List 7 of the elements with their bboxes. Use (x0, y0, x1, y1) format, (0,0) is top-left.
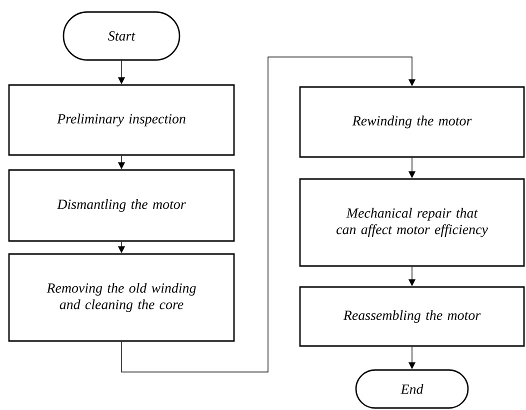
process-box: Dismantling the motor (8, 169, 235, 242)
arrow (121, 56, 416, 372)
process-box: Reassembling the motor (299, 286, 525, 347)
process-box: Removing the old winding and cleaning the core (8, 253, 235, 342)
process-box: Rewinding the motor (299, 86, 525, 158)
process-box: Mechanical repair that can affect motor efficiency (299, 178, 525, 267)
process-box: Preliminary inspection (8, 84, 235, 156)
